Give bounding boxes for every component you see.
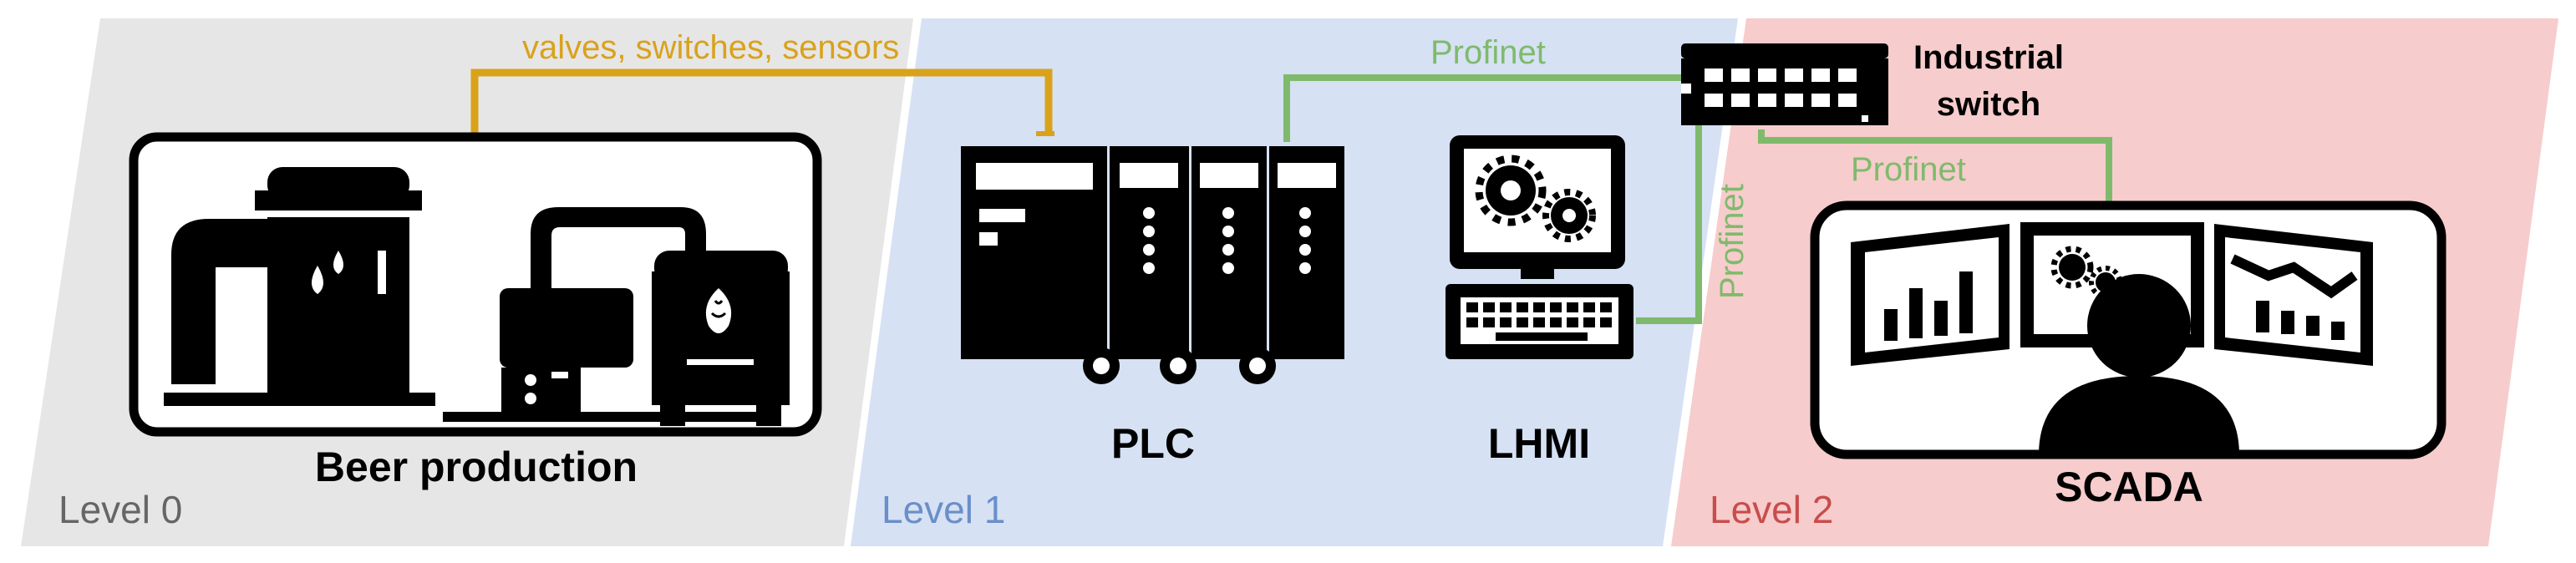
beer-production-icon bbox=[129, 132, 822, 437]
lhmi-icon bbox=[1446, 135, 1633, 359]
switch-label-line2: switch bbox=[1937, 86, 2040, 123]
field-connection-label: valves, switches, sensors bbox=[522, 29, 899, 66]
switch-label-line1: Industrial bbox=[1913, 39, 2064, 76]
plc-label: PLC bbox=[1111, 420, 1195, 467]
beer-production-label: Beer production bbox=[315, 444, 638, 490]
scada-label: SCADA bbox=[2055, 464, 2203, 510]
field-connection-line bbox=[470, 68, 1053, 138]
lhmi-label: LHMI bbox=[1488, 420, 1590, 467]
switch-scada-connection-label: Profinet bbox=[1851, 151, 1966, 188]
lhmi-switch-connection-line bbox=[1636, 107, 1702, 324]
lhmi-switch-connection-label: Profinet bbox=[1714, 184, 1750, 299]
switch-scada-connection-line bbox=[1758, 129, 2112, 202]
plc-switch-connection-label: Profinet bbox=[1430, 34, 1546, 71]
zone-label-level-2: Level 2 bbox=[1710, 488, 1833, 531]
plc-icon bbox=[961, 146, 1344, 384]
zone-label-level-1: Level 1 bbox=[882, 488, 1005, 531]
scada-icon bbox=[1810, 200, 2446, 459]
plc-switch-connection-line bbox=[1283, 74, 1696, 142]
industrial-switch-icon bbox=[1681, 43, 1888, 125]
zone-label-level-0: Level 0 bbox=[58, 488, 182, 531]
